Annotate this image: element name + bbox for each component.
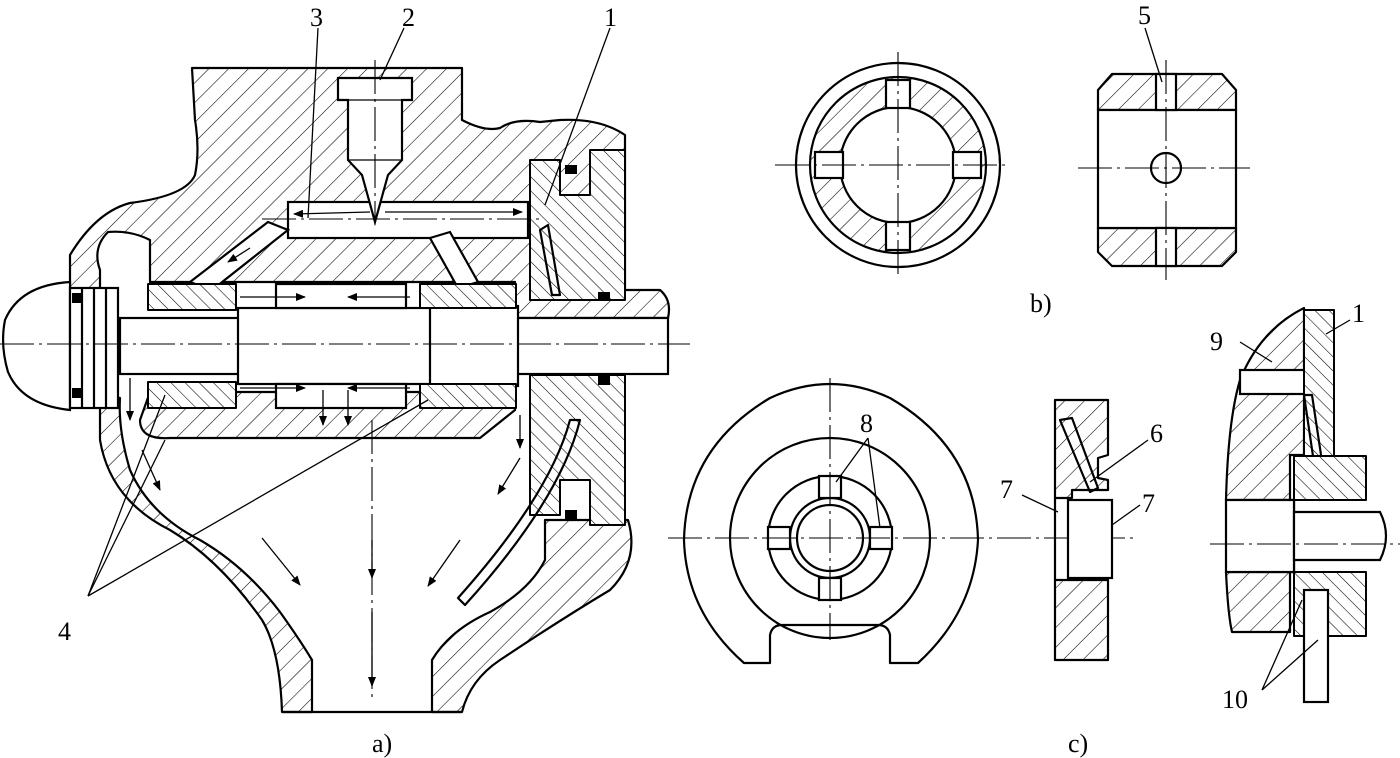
shaft-end-detail (1292, 510, 1388, 562)
callout-9: 9 (1210, 327, 1223, 356)
shaft-collar-mid (236, 306, 436, 386)
bushing-left-upper (147, 283, 237, 311)
view-a-sectional-assembly: 3 2 1 4 a) (0, 3, 690, 758)
flow-arrow (427, 539, 461, 587)
shaft-collar-right (428, 304, 520, 388)
view-b-bushing: 5 b) (775, 1, 1250, 318)
bushing-right-upper (419, 283, 517, 309)
washer-section-top (1053, 398, 1110, 500)
spring-plate-lower (456, 418, 582, 607)
seal-assembly-lower (529, 374, 626, 526)
caption-a: a) (372, 729, 392, 758)
callout-8: 8 (860, 409, 873, 438)
flow-arrow (497, 457, 521, 495)
flow-arrow (141, 449, 161, 491)
bushing-detail-upper (1293, 455, 1367, 501)
caption-c: c) (1068, 729, 1088, 758)
housing-detail (1224, 306, 1306, 634)
callout-1: 1 (604, 3, 617, 32)
flow-arrow (227, 247, 251, 263)
washer-section-bottom (1053, 578, 1110, 662)
shaft-detail (1224, 498, 1296, 574)
flow-arrow (261, 537, 301, 586)
flow-arrow (293, 209, 371, 218)
callout-1-detail: 1 (1352, 299, 1365, 328)
spring-plate-upper (538, 223, 562, 297)
bushing-right-lower (419, 383, 517, 409)
oblique-passage-2 (428, 230, 480, 290)
pin-detail (1302, 588, 1330, 704)
washer-section-bore (1066, 498, 1114, 580)
callout-6: 6 (1150, 419, 1163, 448)
callout-4: 4 (58, 617, 71, 646)
view-c-seal-parts: 8 6 7 7 9 1 10 c) (668, 299, 1400, 758)
spring-washer-outline (682, 382, 980, 665)
caption-b: b) (1030, 289, 1052, 318)
callout-5: 5 (1138, 1, 1151, 30)
callout-2: 2 (402, 3, 415, 32)
end-cap (1, 280, 72, 412)
callout-7-left: 7 (1000, 475, 1013, 504)
housing-outlet-left (98, 393, 314, 714)
bushing-left-lower (147, 381, 237, 409)
bushing-side-bore (1096, 108, 1238, 230)
callout-3: 3 (310, 3, 323, 32)
housing-outlet-right (430, 518, 633, 714)
horizontal-channel (286, 200, 530, 240)
passage-detail (1238, 368, 1308, 396)
callout-10: 10 (1222, 685, 1248, 714)
spring-leaf (1058, 416, 1100, 494)
callout-7-right: 7 (1142, 489, 1155, 518)
